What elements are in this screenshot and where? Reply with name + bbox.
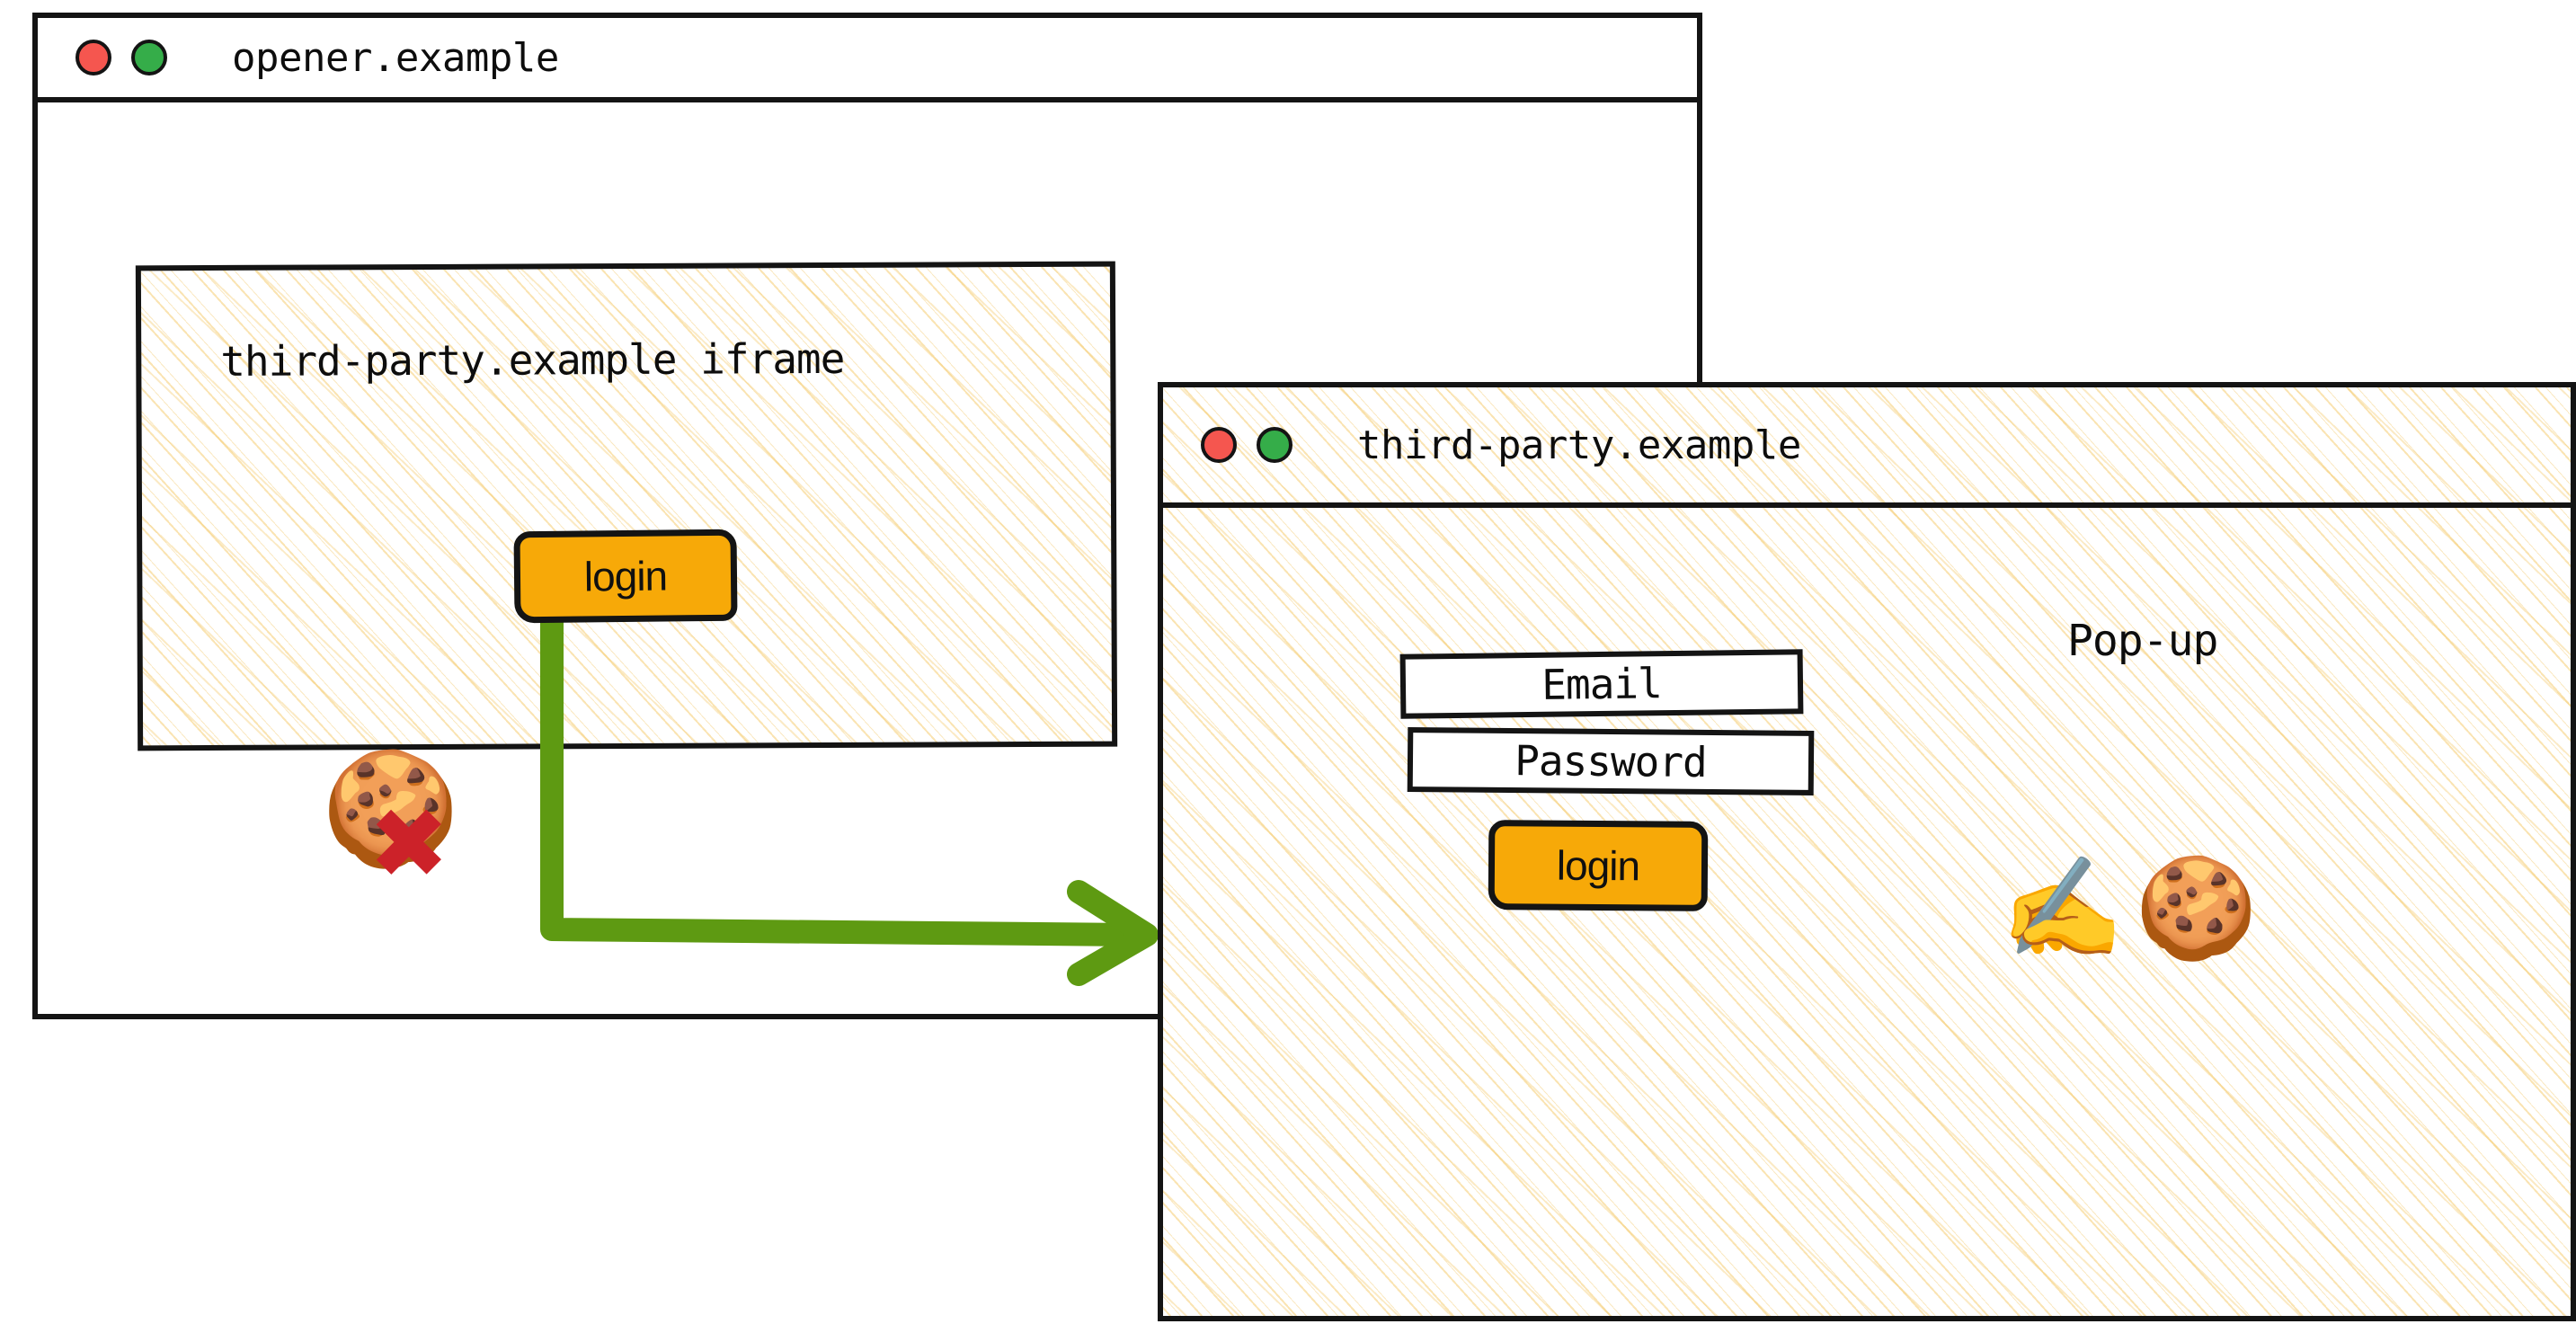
close-icon[interactable] bbox=[1201, 427, 1237, 463]
email-field[interactable]: Email bbox=[1399, 649, 1804, 719]
popup-emoji-group: ✍️ 🍪 bbox=[2001, 858, 2258, 957]
popup-content-area: Email Password login Pop-up ✍️ 🍪 bbox=[1163, 508, 2571, 1316]
opener-titlebar: opener.example bbox=[38, 18, 1697, 102]
popup-traffic-lights bbox=[1201, 427, 1292, 463]
close-icon[interactable] bbox=[76, 40, 111, 76]
popup-browser-window: third-party.example Email Password login… bbox=[1158, 382, 2576, 1321]
password-field[interactable]: Password bbox=[1407, 727, 1815, 795]
opener-traffic-lights bbox=[76, 40, 167, 76]
iframe-label: third-party.example iframe bbox=[220, 333, 845, 386]
cross-mark-icon: ✖ bbox=[368, 787, 450, 902]
popup-window-title: third-party.example bbox=[1357, 422, 1801, 468]
iframe-login-button[interactable]: login bbox=[513, 529, 738, 624]
third-party-iframe: third-party.example iframe 🍪 ✖ bbox=[135, 261, 1118, 901]
popup-titlebar: third-party.example bbox=[1163, 387, 2571, 508]
blocked-cookie-group: 🍪 ✖ bbox=[321, 744, 484, 907]
maximize-icon[interactable] bbox=[131, 40, 167, 76]
popup-annotation-label: Pop-up bbox=[2067, 616, 2218, 666]
opener-window-title: opener.example bbox=[232, 34, 559, 81]
writing-hand-icon: ✍️ bbox=[2001, 850, 2124, 965]
cookie-icon: 🍪 bbox=[2134, 850, 2258, 965]
popup-login-button[interactable]: login bbox=[1488, 820, 1709, 911]
maximize-icon[interactable] bbox=[1257, 427, 1292, 463]
